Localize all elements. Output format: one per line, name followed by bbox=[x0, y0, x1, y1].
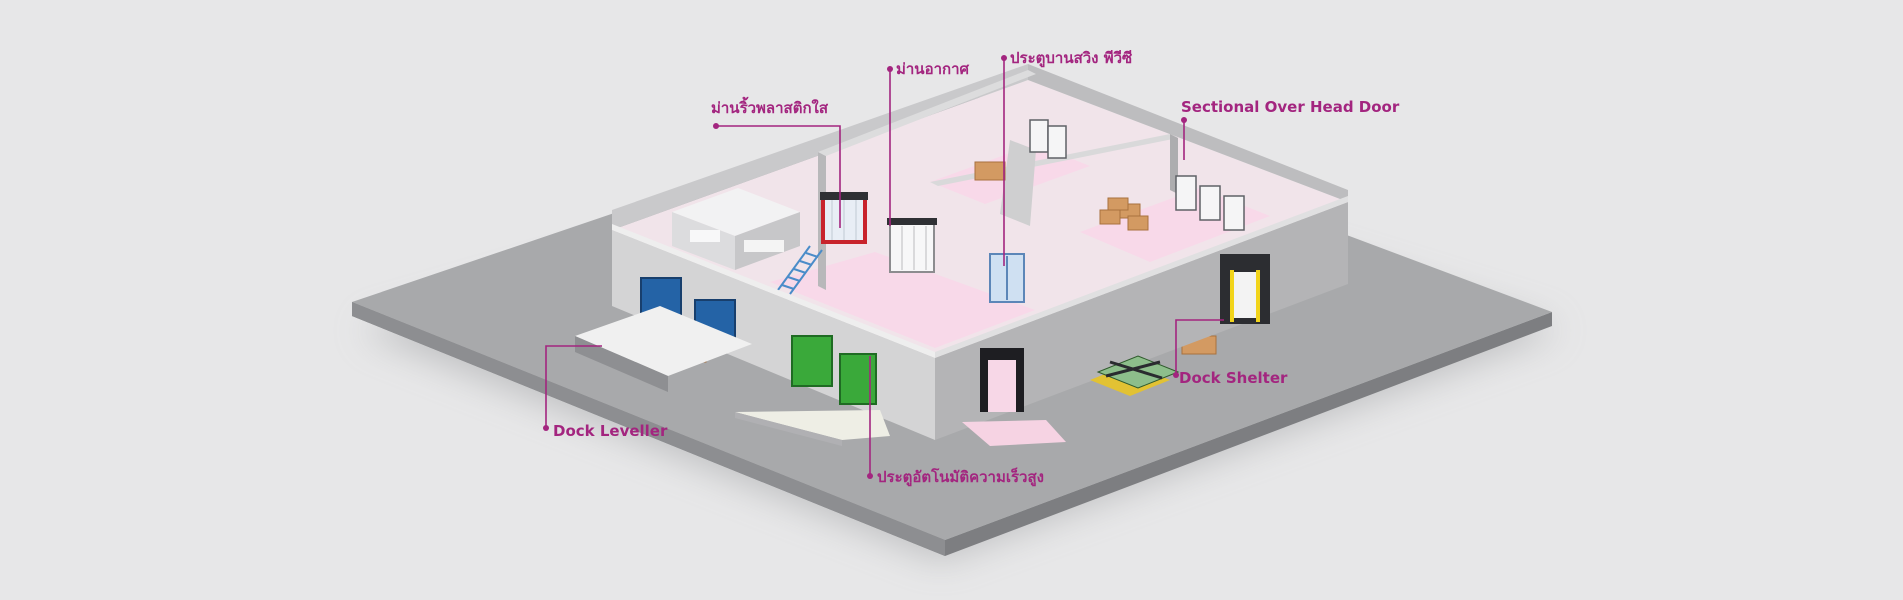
mezzanine-office bbox=[672, 188, 800, 270]
label-pvc-swing-door: ประตูบานสวิง พีวีซี bbox=[1010, 49, 1132, 68]
front-left-wall bbox=[612, 224, 935, 440]
label-plastic-strip-curtain: ม่านริ้วพลาสติกใส bbox=[711, 96, 829, 117]
label-dock-leveller: Dock Leveller bbox=[553, 422, 668, 440]
label-air-curtain: ม่านอากาศ bbox=[896, 60, 970, 78]
scissor-lift bbox=[1090, 355, 1180, 396]
label-high-speed-door: ประตูอัตโนมัติความเร็วสูง bbox=[877, 467, 1044, 487]
high-speed-door-1 bbox=[791, 335, 833, 387]
plastic-strip-curtain bbox=[820, 192, 868, 244]
mezzanine-stair bbox=[777, 245, 823, 295]
label-sectional-door: Sectional Over Head Door bbox=[1181, 98, 1400, 116]
storage-room-floor bbox=[1080, 188, 1270, 262]
front-right-wall bbox=[935, 196, 1348, 446]
pvc-swing-door bbox=[989, 253, 1025, 303]
callout-dots bbox=[543, 55, 1187, 479]
sectional-doors bbox=[1029, 119, 1245, 231]
callout-lines bbox=[545, 58, 1224, 476]
label-dock-shelter: Dock Shelter bbox=[1179, 369, 1288, 387]
main-hall-floor bbox=[770, 252, 1035, 348]
air-curtain bbox=[887, 218, 937, 273]
loading-dock-platform bbox=[575, 306, 890, 446]
